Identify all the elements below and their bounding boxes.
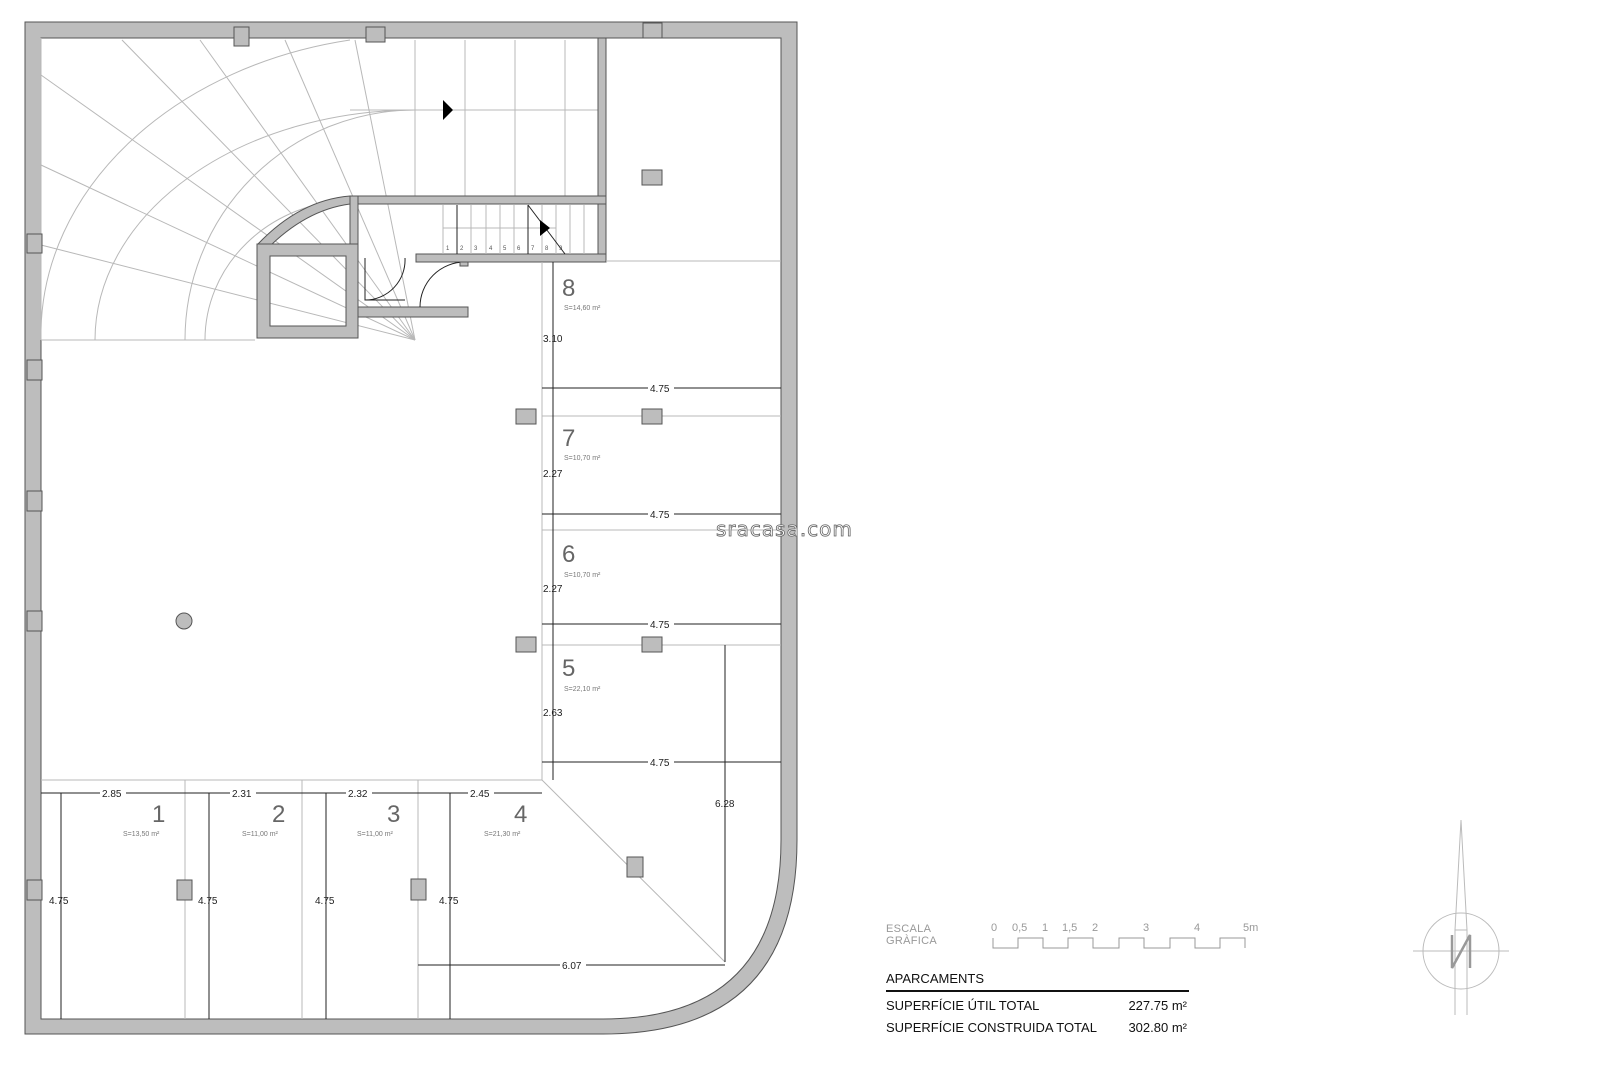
- summary-label: SUPERFÍCIE CONSTRUIDA TOTAL: [886, 1020, 1097, 1035]
- stair-bottom-wall: [415, 253, 607, 263]
- parking-spot-5: 5 S=22,10 m²: [562, 655, 601, 693]
- scale-tick: 2: [1092, 922, 1099, 934]
- round-column: [175, 612, 193, 630]
- svg-text:4.75: 4.75: [439, 896, 459, 907]
- svg-text:9: 9: [559, 246, 563, 252]
- svg-text:6: 6: [562, 541, 575, 568]
- svg-text:4.75: 4.75: [650, 510, 670, 521]
- svg-text:S=11,00 m²: S=11,00 m²: [357, 831, 394, 838]
- svg-text:5: 5: [562, 655, 575, 682]
- summary-label: SUPERFÍCIE ÚTIL TOTAL: [886, 998, 1040, 1013]
- svg-text:4: 4: [489, 246, 493, 252]
- summary-row-useful-area: SUPERFÍCIE ÚTIL TOTAL 227.75 m²: [886, 998, 1189, 1013]
- svg-text:2: 2: [460, 246, 464, 252]
- svg-text:8: 8: [545, 246, 549, 252]
- svg-text:4.75: 4.75: [198, 896, 218, 907]
- svg-text:8: 8: [562, 275, 575, 302]
- svg-text:7: 7: [562, 425, 575, 452]
- scale-tick: 0: [991, 922, 998, 934]
- staircase: 1 2 3 4 5 6 7 8 9: [442, 204, 585, 255]
- parking-spot-3: 3 S=11,00 m²: [357, 801, 400, 838]
- summary-row-built-area: SUPERFÍCIE CONSTRUIDA TOTAL 302.80 m²: [886, 1020, 1189, 1035]
- parking-spot-7: 7 S=10,70 m²: [562, 425, 601, 462]
- svg-text:4.75: 4.75: [650, 384, 670, 395]
- svg-text:6.28: 6.28: [715, 799, 735, 810]
- scale-tick: 3: [1143, 922, 1150, 934]
- svg-text:6.07: 6.07: [562, 961, 582, 972]
- parking-spot-1: 1 S=13,50 m²: [123, 801, 165, 838]
- watermark: sracasa.com: [716, 517, 853, 541]
- svg-text:7: 7: [531, 246, 535, 252]
- svg-text:S=14,60 m²: S=14,60 m²: [564, 305, 601, 312]
- pillars: [26, 22, 663, 901]
- scale-tick: 4: [1194, 922, 1201, 934]
- scale-tick: 5m: [1243, 922, 1259, 934]
- parking-spot-8: 8 S=14,60 m²: [562, 275, 601, 312]
- scale-label: ESCALA GRÀFICA: [886, 923, 937, 947]
- door-swing-2: [419, 261, 466, 308]
- ramp-lines: [40, 38, 600, 341]
- scale-tick: 1: [1042, 922, 1049, 934]
- stair-top-wall: [349, 195, 607, 205]
- svg-text:2.63: 2.63: [543, 708, 563, 719]
- stair-direction-arrow-icon: [540, 220, 550, 236]
- svg-text:3: 3: [474, 246, 478, 252]
- svg-text:4.75: 4.75: [650, 620, 670, 631]
- svg-text:2.31: 2.31: [232, 789, 252, 800]
- lobby-bottom-wall: [357, 306, 469, 318]
- svg-text:4.75: 4.75: [315, 896, 335, 907]
- svg-text:1: 1: [152, 801, 165, 828]
- svg-text:2.85: 2.85: [102, 789, 122, 800]
- parking-spot-2: 2 S=11,00 m²: [242, 801, 285, 838]
- svg-text:3: 3: [387, 801, 400, 828]
- dim-labels-horizontal: 4.75 4.75 4.75 4.75 2.85 2.31 2.32 2.45 …: [100, 382, 674, 972]
- svg-text:5: 5: [503, 246, 507, 252]
- svg-text:S=22,10 m²: S=22,10 m²: [564, 686, 601, 693]
- summary-divider: [886, 990, 1189, 992]
- ramp-direction-arrow-icon: [443, 100, 453, 120]
- svg-text:2.27: 2.27: [543, 469, 563, 480]
- svg-text:S=10,70 m²: S=10,70 m²: [564, 455, 601, 462]
- summary-value: 227.75 m²: [1128, 998, 1187, 1013]
- scale-tick: 0,5: [1012, 922, 1028, 934]
- svg-text:3.10: 3.10: [543, 334, 563, 345]
- svg-text:2: 2: [272, 801, 285, 828]
- svg-text:S=21,30 m²: S=21,30 m²: [484, 831, 521, 838]
- svg-text:1: 1: [446, 246, 450, 252]
- north-compass-icon: [1413, 819, 1509, 1015]
- svg-text:S=10,70 m²: S=10,70 m²: [564, 572, 601, 579]
- scale-tick: 1,5: [1062, 922, 1078, 934]
- svg-text:4: 4: [514, 801, 527, 828]
- parking-spot-4: 4 S=21,30 m²: [484, 801, 527, 838]
- ramp-right-wall: [597, 37, 607, 263]
- door-jamb: [459, 261, 469, 267]
- elevator-shaft: [256, 243, 359, 339]
- svg-text:4.75: 4.75: [49, 896, 69, 907]
- svg-text:2.32: 2.32: [348, 789, 368, 800]
- svg-text:S=13,50 m²: S=13,50 m²: [123, 831, 160, 838]
- parking-lines-bottom: [41, 779, 726, 1019]
- scale-bar: [992, 937, 1246, 949]
- outer-wall: [24, 21, 798, 1035]
- svg-text:2.45: 2.45: [470, 789, 490, 800]
- dimension-lines: [41, 262, 781, 1019]
- summary-title: APARCAMENTS: [886, 971, 984, 986]
- svg-text:4.75: 4.75: [650, 758, 670, 769]
- svg-text:2.27: 2.27: [543, 584, 563, 595]
- door-swing: [364, 257, 406, 301]
- svg-text:S=11,00 m²: S=11,00 m²: [242, 831, 279, 838]
- summary-value: 302.80 m²: [1128, 1020, 1187, 1035]
- parking-spot-6: 6 S=10,70 m²: [562, 541, 601, 579]
- svg-text:6: 6: [517, 246, 521, 252]
